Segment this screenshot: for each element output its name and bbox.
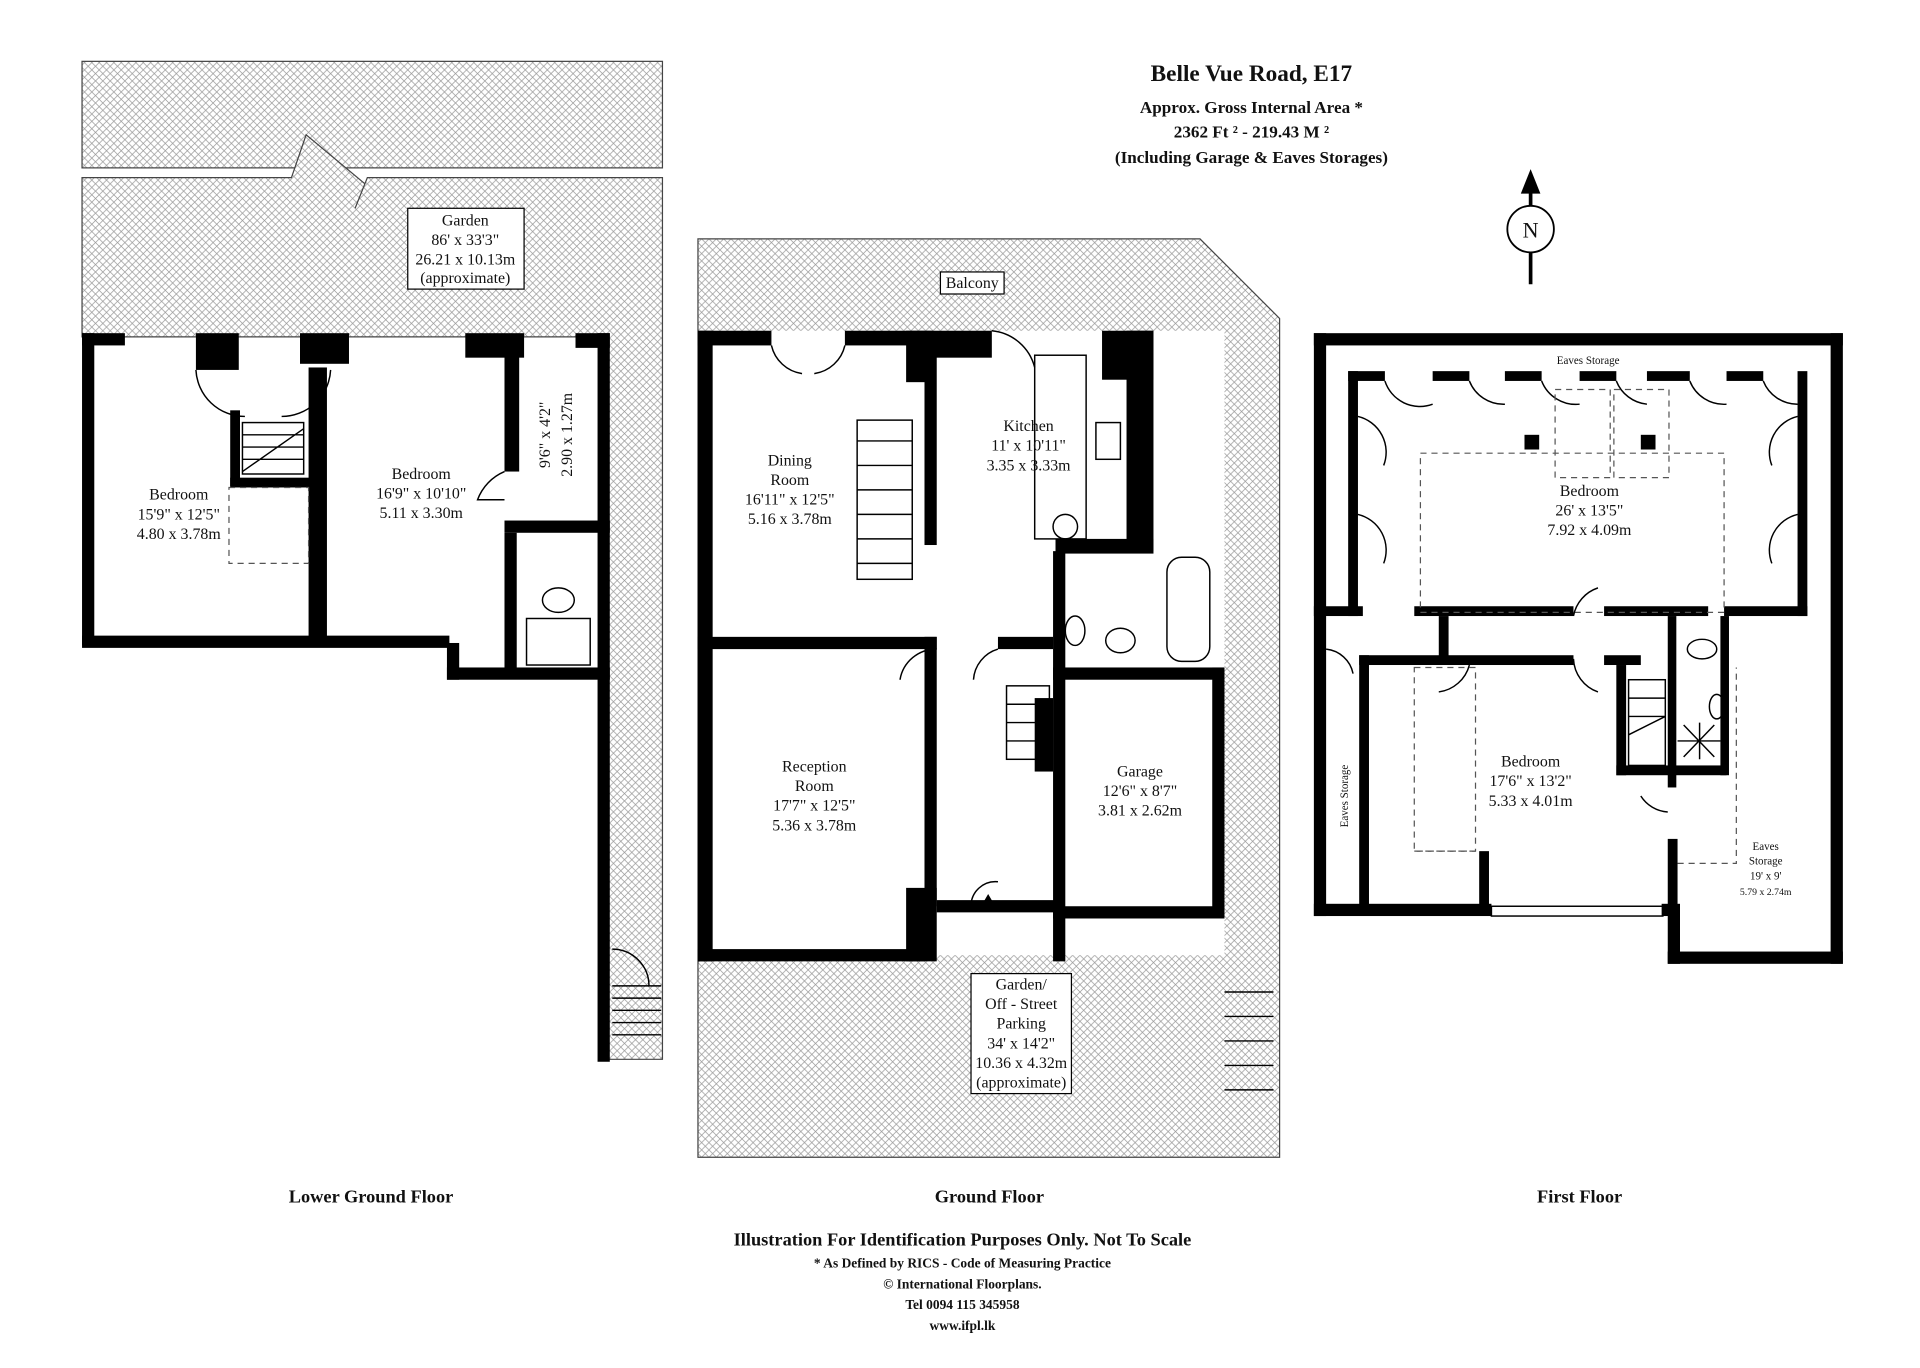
lower-bedroom-2-metric: 5.11 x 3.30m xyxy=(380,505,464,522)
parking-label-box xyxy=(970,972,1073,1095)
lower-store-metric: 2.90 x 1.27m xyxy=(559,392,576,477)
eaves-storage-imperial: 19' x 9' xyxy=(1750,870,1782,882)
first-bedroom-2-metric: 5.33 x 4.01m xyxy=(1489,793,1574,810)
lower-ground-floor-title: Lower Ground Floor xyxy=(289,1187,454,1207)
garden-metric: 26.21 x 10.13m xyxy=(415,252,515,269)
area-note: (Including Garage & Eaves Storages) xyxy=(1115,148,1388,167)
garage-label: Garage xyxy=(1117,763,1163,780)
compass-letter: N xyxy=(1523,218,1539,243)
garden-label: Garden xyxy=(442,212,489,229)
area-label: Approx. Gross Internal Area * xyxy=(1140,98,1363,117)
first-bedroom-1-label: Bedroom xyxy=(1560,483,1620,500)
parking-label-3: Parking xyxy=(996,1016,1046,1033)
lower-bedroom-1-label: Bedroom xyxy=(149,487,209,504)
dining-label-1: Dining xyxy=(768,452,812,469)
kitchen-imperial: 11' x 10'11" xyxy=(991,438,1066,455)
garden-imperial: 86' x 33'3" xyxy=(431,232,499,249)
garden-label-box xyxy=(407,207,525,290)
property-title: Belle Vue Road, E17 xyxy=(1151,61,1353,87)
kitchen-metric: 3.35 x 3.33m xyxy=(987,457,1072,474)
first-floor-title: First Floor xyxy=(1537,1187,1622,1207)
ground-floor-plan: Balcony xyxy=(697,238,1281,1158)
first-bedroom-2-label: Bedroom xyxy=(1501,754,1561,771)
header: Belle Vue Road, E17 Approx. Gross Intern… xyxy=(1115,61,1388,167)
parking-imperial: 34' x 14'2" xyxy=(987,1035,1055,1052)
lower-bedroom-2-label: Bedroom xyxy=(392,466,452,483)
first-bedroom-1-imperial: 26' x 13'5" xyxy=(1555,503,1623,520)
balcony-label: Balcony xyxy=(946,275,999,292)
north-compass-icon: N xyxy=(1506,169,1555,285)
reception-label-2: Room xyxy=(795,778,835,795)
lower-ground-floor-plan: Garden 86' x 33'3" 26.21 x 10.13m (appro… xyxy=(81,60,664,1062)
lower-bedroom-2-imperial: 16'9" x 10'10" xyxy=(376,485,466,502)
first-bedroom-2-imperial: 17'6" x 13'2" xyxy=(1489,773,1571,790)
dining-metric: 5.16 x 3.78m xyxy=(748,511,833,528)
lower-bedroom-1-metric: 4.80 x 3.78m xyxy=(137,526,222,543)
eaves-storage-metric: 5.79 x 2.74m xyxy=(1740,887,1792,898)
reception-label-1: Reception xyxy=(782,759,847,776)
garden-note: (approximate) xyxy=(420,270,510,287)
garden-area-top xyxy=(81,60,664,169)
parking-metric: 10.36 x 4.32m xyxy=(975,1055,1068,1072)
kitchen-label: Kitchen xyxy=(1003,418,1053,435)
eaves-storage-label-1: Eaves xyxy=(1753,841,1779,853)
parking-label-2: Off - Street xyxy=(985,996,1058,1013)
eaves-storage-left-label: Eaves Storage xyxy=(1339,765,1351,828)
first-bedroom-1-metric: 7.92 x 4.09m xyxy=(1547,522,1632,539)
reception-metric: 5.36 x 3.78m xyxy=(772,817,857,834)
parking-label-1: Garden/ xyxy=(996,977,1048,994)
dining-imperial: 16'11" x 12'5" xyxy=(745,492,835,509)
lower-bedroom-1-imperial: 15'9" x 12'5" xyxy=(138,506,220,523)
rics-note: * As Defined by RICS - Code of Measuring… xyxy=(814,1255,1111,1270)
first-floor-plan: Eaves Storage Eaves Storage Bedroom 26' … xyxy=(1313,333,1843,964)
area-value: 2362 Ft ² - 219.43 M ² xyxy=(1174,122,1329,141)
telephone: Tel 0094 115 345958 xyxy=(905,1297,1020,1312)
disclaimer: Illustration For Identification Purposes… xyxy=(734,1229,1192,1249)
copyright: © International Floorplans. xyxy=(883,1276,1041,1291)
reception-imperial: 17'7" x 12'5" xyxy=(773,798,855,815)
footer: Illustration For Identification Purposes… xyxy=(734,1229,1192,1332)
garage-metric: 3.81 x 2.62m xyxy=(1098,803,1183,820)
eaves-storage-label-2: Storage xyxy=(1749,856,1783,868)
garden-area xyxy=(81,133,664,1060)
ground-floor-title: Ground Floor xyxy=(935,1187,1044,1207)
dining-label-2: Room xyxy=(770,472,810,489)
lower-store-imperial: 9'6" x 4'2" xyxy=(537,402,554,468)
garage-imperial: 12'6" x 8'7" xyxy=(1103,783,1177,800)
parking-note: (approximate) xyxy=(976,1074,1066,1091)
eaves-storage-top-label: Eaves Storage xyxy=(1557,355,1620,367)
website: www.ifpl.lk xyxy=(930,1318,996,1333)
